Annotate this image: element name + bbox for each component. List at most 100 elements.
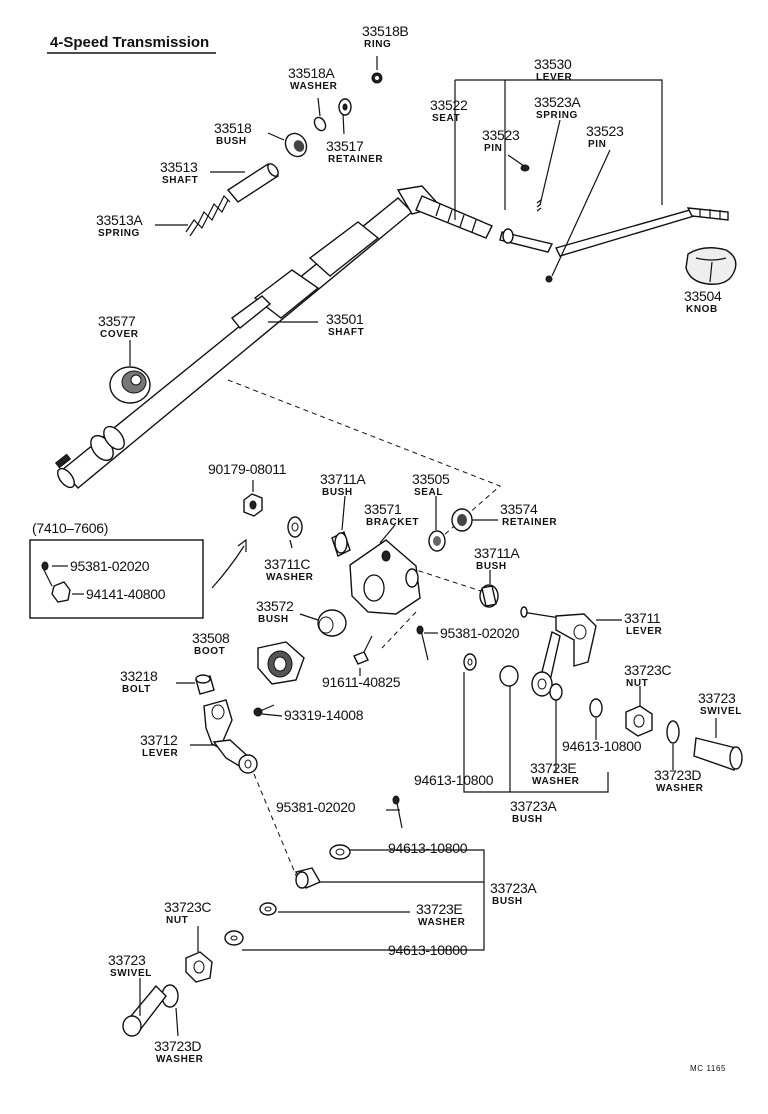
part-number: 94613-10800 <box>562 738 642 754</box>
part-name: BOLT <box>122 684 151 695</box>
part-number: 33577 <box>98 313 136 329</box>
part-number: 33723A <box>490 880 537 896</box>
part-number: 33517 <box>326 138 364 154</box>
guide-line-shaft-to-bracket <box>227 379 501 536</box>
part-number: 33518A <box>288 65 335 81</box>
part-name: SHAFT <box>328 327 364 338</box>
part-number: 33723E <box>530 760 576 776</box>
part-name: SWIVEL <box>110 968 152 979</box>
part-name: SPRING <box>98 228 140 239</box>
part-number: 90179-08011 <box>208 461 287 477</box>
part-number: 94613-10800 <box>388 942 468 958</box>
part-number: 33711C <box>264 556 310 572</box>
part-name: BUSH <box>492 896 523 907</box>
inset-part-1: 94141-40800 <box>86 586 166 602</box>
part-name: COVER <box>100 329 139 340</box>
part-name: BRACKET <box>366 517 419 528</box>
leader-lines <box>129 56 717 1037</box>
part-number: 93319-14008 <box>284 707 364 723</box>
callout-c38: 94613-10800 <box>388 840 468 856</box>
part-number: 33522 <box>430 97 468 113</box>
part-name: BUSH <box>258 614 289 625</box>
guide-line-bracket-to-bush <box>409 567 485 593</box>
part-number: 33723 <box>698 690 736 706</box>
part-number: 33723C <box>624 662 671 678</box>
part-name: BUSH <box>216 136 247 147</box>
part-name: PIN <box>588 139 606 150</box>
part-name: SEAT <box>432 113 460 124</box>
part-name: SWIVEL <box>700 706 742 717</box>
part-number: 33523 <box>482 127 520 143</box>
part-name: WASHER <box>290 81 338 92</box>
part-number: 33513 <box>160 159 198 175</box>
inset-part-0: 95381-02020 <box>70 558 150 574</box>
part-name: LEVER <box>626 626 663 637</box>
part-name: KNOB <box>686 304 718 315</box>
part-number: 94613-10800 <box>388 840 468 856</box>
part-name: RETAINER <box>328 154 383 165</box>
part-number: 33513A <box>96 212 143 228</box>
middle-parts <box>195 493 499 717</box>
callout-c42: 94613-10800 <box>388 942 468 958</box>
part-name: WASHER <box>156 1054 204 1065</box>
part-name: BUSH <box>322 487 353 498</box>
part-number: 95381-02020 <box>276 799 356 815</box>
part-number: 33711A <box>320 471 366 487</box>
guide-line-bolt <box>381 611 417 649</box>
part-name: WASHER <box>418 917 466 928</box>
diagram-title: 4-Speed Transmission <box>50 34 209 51</box>
callout-c37: 95381-02020 <box>276 799 356 815</box>
part-number: 33504 <box>684 288 722 304</box>
part-number: 91611-40825 <box>322 674 401 690</box>
part-number: 94613-10800 <box>414 772 494 788</box>
lever-33712-drawing <box>203 699 258 774</box>
shift-lever-drawing <box>499 164 737 285</box>
part-name: BOOT <box>194 646 225 657</box>
part-number: 33518B <box>362 23 408 39</box>
part-number: 33723D <box>154 1038 201 1054</box>
small-upper-parts <box>185 72 383 237</box>
part-number: 33508 <box>192 630 230 646</box>
callout-c25: 95381-02020 <box>440 625 520 641</box>
part-name: WASHER <box>656 783 704 794</box>
guide-line-lever-to-bush <box>253 773 301 886</box>
part-name: SPRING <box>536 110 578 121</box>
part-name: SHAFT <box>162 175 198 186</box>
part-number: 33723E <box>416 901 462 917</box>
part-number: 33723D <box>654 767 701 783</box>
part-number: 33574 <box>500 501 538 517</box>
lever-33711-drawing <box>463 606 743 771</box>
inset-period-label: (7410–7606) <box>32 520 108 536</box>
part-name: WASHER <box>532 776 580 787</box>
part-name: SEAL <box>414 487 443 498</box>
part-number: 95381-02020 <box>440 625 520 641</box>
